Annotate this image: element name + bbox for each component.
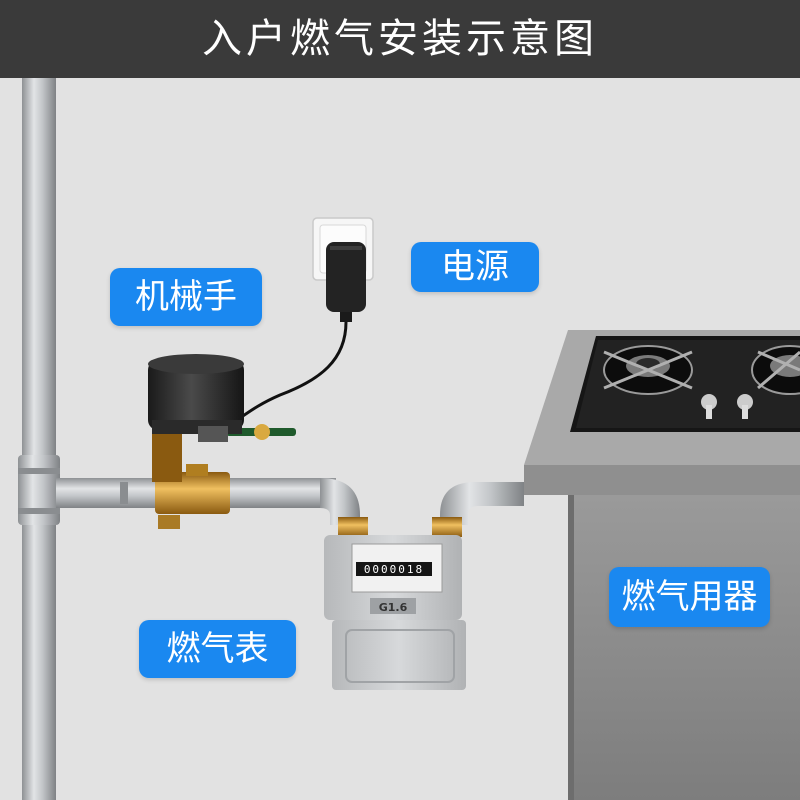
gas-meter-label: 燃气表 [139,620,296,678]
meter-model-label: G1.6 [379,601,408,614]
page-title: 入户燃气安装示意图 [0,0,800,78]
actuator-label: 机械手 [110,268,262,326]
meter-reading: 0000018 [364,563,424,576]
gas-stove [570,336,800,432]
riser-pipe [18,78,60,800]
burner-right [752,346,800,394]
burner-left [604,346,692,394]
power-label: 电源 [411,242,539,292]
power-adapter [326,242,366,322]
title-bar: 入户燃气安装示意图 [0,0,800,78]
valve-actuator [148,354,244,442]
gas-appliance-label: 燃气用器 [609,567,770,627]
